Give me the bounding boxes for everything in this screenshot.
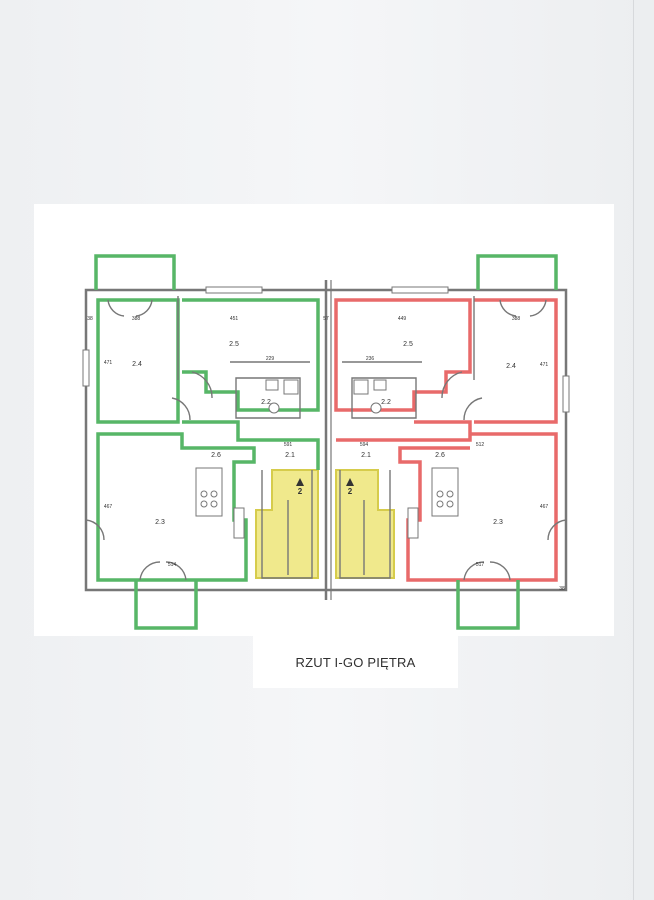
right-stair-arrow-icon [346, 478, 354, 486]
window-1 [205, 286, 263, 294]
left-door-swing [191, 371, 213, 399]
left-hob-4 [210, 500, 218, 508]
left-room-26-label: 2.6 [211, 452, 221, 459]
right-wc [370, 402, 382, 414]
dim-left-bot: 514 [168, 562, 177, 568]
dim-left-side-b: 467 [104, 504, 113, 510]
right-stair-yellow [335, 469, 395, 579]
left-hob-3 [200, 500, 208, 508]
dim-right-bot: 517 [476, 562, 485, 568]
left-bath-wall [235, 377, 301, 419]
right-balcony-top [476, 254, 558, 290]
left-top-door [107, 299, 153, 317]
windows [82, 286, 570, 413]
left-hob-2 [210, 490, 218, 498]
left-sink [233, 507, 245, 539]
left-room-23-label: 2.3 [155, 519, 165, 526]
right-bath-wall [351, 377, 417, 419]
dim-right-side-a: 471 [540, 362, 549, 368]
right-corridor-outline [336, 420, 472, 442]
dimension-labels: 388 451 229 591 514 471 467 57 449 388 2… [87, 316, 565, 592]
stair-highlights [255, 469, 395, 579]
right-stair-label: 2 [348, 487, 353, 496]
dim-center-top: 57 [323, 316, 329, 322]
left-stair-core [261, 470, 313, 579]
right-balcony-bottom [456, 580, 520, 630]
right-basin [373, 379, 387, 391]
left-stair-arrow-icon [296, 478, 304, 486]
left-stair-yellow [255, 469, 319, 579]
right-hob-3 [436, 500, 444, 508]
caption-box: RZUT I-GO PIĘTRA [253, 636, 458, 688]
right-room-25-outline [334, 298, 472, 412]
dim-right-mid: 236 [366, 356, 375, 362]
interior-walls [85, 296, 567, 581]
right-hob-2 [446, 490, 454, 498]
left-counter [195, 467, 223, 517]
plan-caption: RZUT I-GO PIĘTRA [295, 654, 416, 670]
right-hob-1 [436, 490, 444, 498]
right-sink [407, 507, 419, 539]
building-walls [84, 280, 568, 600]
dim-edge-right: 38 [559, 586, 565, 592]
right-door-swing [441, 371, 463, 399]
drawing-sheet [34, 204, 614, 636]
stair-arrows [296, 478, 354, 486]
left-room-23-outline [96, 432, 256, 582]
right-room-26-label: 2.6 [435, 452, 445, 459]
right-balcony-door [463, 561, 511, 581]
right-hob-4 [446, 500, 454, 508]
bath-fixtures [265, 379, 387, 414]
right-door-swing-2 [463, 397, 483, 421]
dim-left-side-a: 471 [104, 360, 113, 366]
right-room-23-outline [398, 432, 558, 582]
dim-left-bath: 591 [284, 442, 293, 448]
left-stair-label: 2 [298, 487, 303, 496]
left-balcony-door [139, 561, 187, 581]
left-balcony-bottom [134, 580, 198, 630]
dim-right-top-b: 388 [512, 316, 521, 322]
room-labels: 2.4 2.5 2.2 2.6 2.1 2.3 2.5 2.4 2.2 2.6 … [132, 341, 516, 526]
dim-right-bath: 594 [360, 442, 369, 448]
left-basin [265, 379, 279, 391]
dim-right-mid-b: 512 [476, 442, 485, 448]
dim-left-mid: 229 [266, 356, 275, 362]
paper-edge [633, 0, 634, 900]
left-room-25-outline [182, 298, 320, 412]
dim-edge-left: 38 [87, 316, 93, 322]
kitchens [195, 467, 459, 539]
dim-right-side-b: 467 [540, 504, 549, 510]
window-4 [562, 375, 570, 413]
left-shower [283, 379, 299, 395]
right-room-22-label: 2.2 [381, 399, 391, 406]
left-wc [268, 402, 280, 414]
right-stair-core [339, 470, 391, 579]
left-balcony-top [94, 254, 176, 290]
right-side-door [547, 519, 567, 541]
left-door-swing-2 [171, 397, 191, 421]
dim-left-top-a: 388 [132, 316, 141, 322]
right-top-door [499, 299, 547, 317]
right-unit-green-balconies [456, 254, 558, 630]
right-room-23-label: 2.3 [493, 519, 503, 526]
window-3 [82, 349, 90, 387]
left-room-24-label: 2.4 [132, 361, 142, 368]
dim-right-top-a: 449 [398, 316, 407, 322]
left-side-door [85, 519, 105, 541]
right-counter [431, 467, 459, 517]
right-room-21-label: 2.1 [361, 452, 371, 459]
left-room-25-label: 2.5 [229, 341, 239, 348]
right-room-25-label: 2.5 [403, 341, 413, 348]
left-room-22-label: 2.2 [261, 399, 271, 406]
right-room-24-label: 2.4 [506, 363, 516, 370]
left-corridor-outline [182, 420, 320, 470]
right-shower [353, 379, 369, 395]
left-room-21-label: 2.1 [285, 452, 295, 459]
dim-left-top-b: 451 [230, 316, 239, 322]
window-2 [391, 286, 449, 294]
right-room-24-outline [474, 298, 558, 424]
left-hob-1 [200, 490, 208, 498]
